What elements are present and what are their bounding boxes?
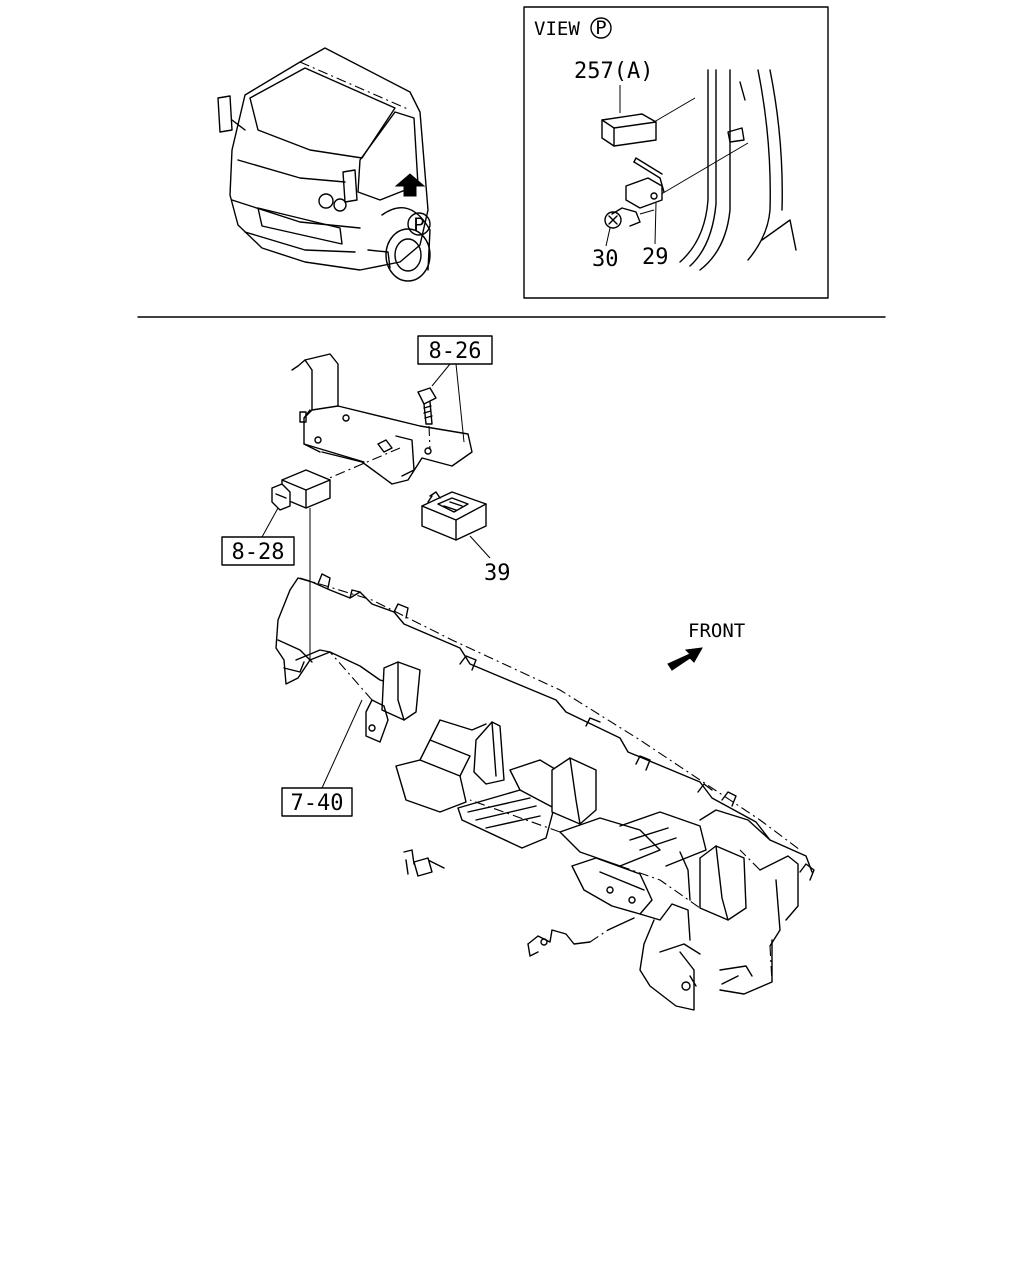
reference-7-40: 7-40: [281, 699, 363, 817]
label-257a: 257(A): [574, 59, 653, 84]
front-direction-indicator: FRONT: [667, 620, 745, 671]
label-29: 29: [642, 245, 669, 270]
label-39: 39: [484, 561, 511, 586]
connector-module: [271, 469, 331, 660]
view-title: VIEW: [534, 18, 580, 40]
view-p-inset: VIEW P 257(A) 30 29: [523, 6, 829, 299]
front-label: FRONT: [688, 620, 745, 642]
front-arrow-icon: [667, 647, 703, 671]
truck-cab-illustration: [217, 47, 431, 282]
relay-39: 39: [421, 491, 511, 586]
bolt: [417, 387, 437, 451]
truck-view-callout: P: [407, 212, 431, 236]
label-30: 30: [592, 247, 619, 272]
truck-callout-letter: P: [413, 214, 424, 236]
mounting-bracket: [291, 353, 473, 485]
view-circle-letter: P: [595, 17, 606, 39]
reference-8-26: 8-26: [417, 335, 493, 443]
reference-8-28: 8-28: [221, 507, 295, 566]
label-7-40: 7-40: [291, 791, 344, 816]
instrument-panel-frame: [275, 573, 815, 1011]
label-8-26: 8-26: [429, 339, 482, 364]
label-8-28: 8-28: [232, 540, 285, 565]
